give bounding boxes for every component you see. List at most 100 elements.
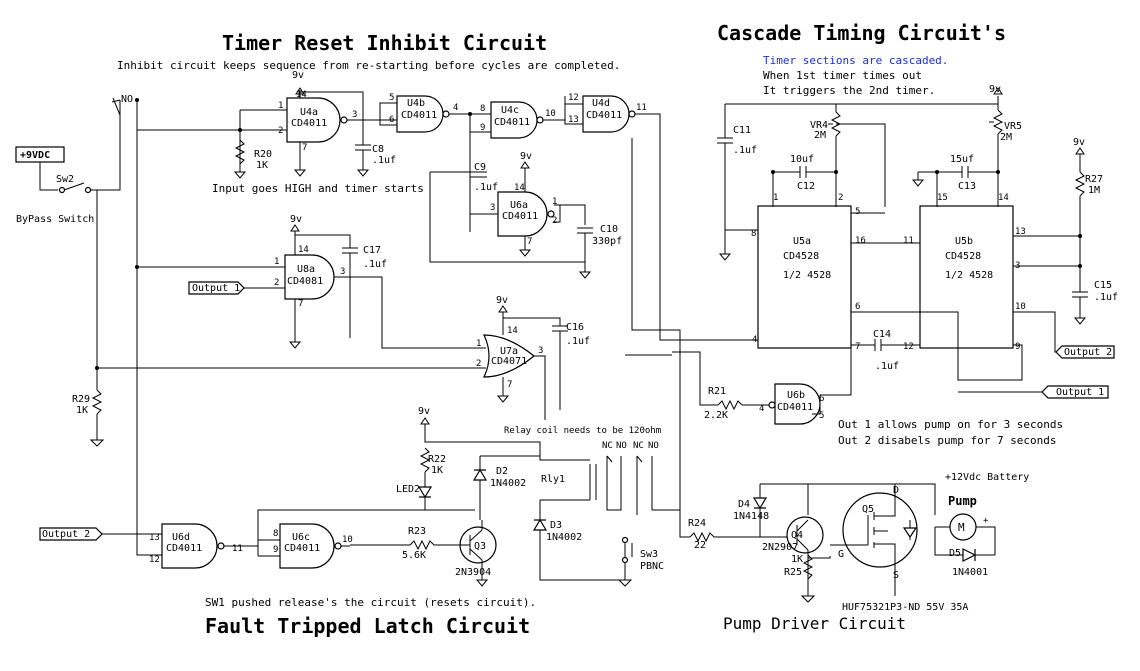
svg-text:9v: 9v	[520, 151, 532, 162]
svg-text:D3: D3	[550, 520, 562, 531]
svg-text:9: 9	[273, 545, 278, 555]
svg-text:4: 4	[453, 103, 458, 113]
svg-text:.1uf: .1uf	[733, 145, 757, 156]
svg-text:2.2K: 2.2K	[704, 410, 728, 421]
svg-text:14: 14	[298, 245, 309, 255]
resistor-r24: R24 22	[688, 518, 715, 551]
svg-text:7: 7	[507, 380, 512, 390]
diode-d3: D3 1N4002	[532, 518, 582, 543]
svg-text:Output 2: Output 2	[1064, 347, 1112, 358]
c11-label: C11	[733, 125, 751, 136]
note-inhibit: Inhibit circuit keeps sequence from re-s…	[117, 59, 620, 72]
svg-text:R23: R23	[408, 526, 426, 537]
svg-text:2: 2	[838, 193, 843, 203]
svg-text:1N4002: 1N4002	[546, 532, 582, 543]
gate-u4d: U4d CD4011 12 13 11	[568, 93, 647, 133]
capacitor-c9: C9 .1uf	[470, 162, 498, 193]
switch-sw3[interactable]: Sw3 PBNC	[621, 536, 665, 573]
svg-text:CD4011: CD4011	[494, 117, 530, 128]
svg-text:16: 16	[855, 236, 866, 246]
gate-u4b: U4b CD4011 5 6 4	[389, 93, 458, 133]
svg-text:5: 5	[855, 207, 860, 217]
svg-text:C16: C16	[566, 322, 584, 333]
svg-text:U6a: U6a	[510, 200, 528, 211]
svg-text:VR4: VR4	[810, 120, 828, 131]
resistor-r23: R23 5.6K	[402, 526, 435, 561]
capacitor-c12: 10uf C12	[773, 154, 836, 192]
svg-text:1K: 1K	[791, 554, 803, 565]
svg-text:8: 8	[480, 104, 485, 114]
svg-text:ByPass Switch: ByPass Switch	[16, 214, 94, 225]
pot-vr5: VR5 2M	[989, 109, 1022, 207]
svg-text:1K: 1K	[431, 465, 443, 476]
resistor-r27: R27 1M	[1074, 171, 1103, 197]
svg-text:1N4148: 1N4148	[733, 511, 769, 522]
svg-text:7: 7	[527, 237, 532, 247]
svg-text:7: 7	[302, 143, 307, 153]
svg-text:14: 14	[507, 326, 518, 336]
bypass-switch-sw2[interactable]: Sw2 ByPass Switch	[16, 174, 94, 225]
transistor-q3: Q3 2N3904	[455, 526, 497, 578]
svg-text:2N3904: 2N3904	[455, 567, 491, 578]
svg-text:10: 10	[545, 109, 556, 119]
svg-text:C8: C8	[372, 144, 384, 155]
svg-text:.1uf: .1uf	[566, 336, 590, 347]
svg-text:U4a: U4a	[300, 107, 318, 118]
svg-text:11: 11	[232, 544, 243, 554]
svg-text:D2: D2	[496, 466, 508, 477]
resistor-r25: 1K R25	[784, 554, 814, 580]
svg-text:11: 11	[636, 103, 647, 113]
svg-text:C15: C15	[1094, 280, 1112, 291]
svg-text:10uf: 10uf	[790, 154, 814, 165]
svg-text:10: 10	[1015, 302, 1026, 312]
svg-text:D4: D4	[738, 499, 750, 510]
svg-text:7: 7	[855, 342, 860, 352]
svg-text:.1uf: .1uf	[875, 361, 899, 372]
svg-text:U5b: U5b	[955, 236, 973, 247]
capacitor-c17: C17 .1uf	[342, 245, 387, 338]
svg-text:1M: 1M	[1088, 185, 1100, 196]
svg-text:S: S	[893, 570, 899, 581]
svg-text:2: 2	[278, 126, 283, 136]
svg-text:13: 13	[568, 115, 579, 125]
svg-text:1: 1	[773, 193, 778, 203]
svg-text:1: 1	[278, 101, 283, 111]
relay-rly1: Rly1	[541, 464, 597, 500]
svg-text:5: 5	[389, 93, 394, 103]
pump-motor: M	[949, 513, 977, 541]
svg-text:4: 4	[759, 404, 764, 414]
svg-text:9: 9	[480, 123, 485, 133]
title-pump-driver: Pump Driver Circuit	[723, 614, 906, 633]
svg-text:3: 3	[490, 203, 495, 213]
svg-text:9v: 9v	[1073, 137, 1085, 148]
title-fault-latch: Fault Tripped Latch Circuit	[205, 614, 530, 638]
svg-text:+9VDC: +9VDC	[20, 150, 50, 161]
svg-text:CD4011: CD4011	[777, 402, 813, 413]
svg-text:C12: C12	[797, 181, 815, 192]
svg-text:+12Vdc Battery: +12Vdc Battery	[945, 472, 1029, 483]
svg-text:1K: 1K	[256, 160, 268, 171]
svg-text:Pump: Pump	[948, 494, 977, 508]
note-sw1: SW1 pushed release's the circuit (resets…	[205, 596, 536, 609]
svg-text:NC: NC	[602, 441, 613, 451]
svg-text:2: 2	[274, 278, 279, 288]
svg-text:1/2 4528: 1/2 4528	[945, 270, 993, 281]
gate-u6d: U6d CD4011 13 12 11	[149, 523, 243, 569]
svg-text:D5: D5	[949, 548, 961, 559]
svg-text:U5a: U5a	[793, 236, 811, 247]
svg-text:1/2 4528: 1/2 4528	[783, 270, 831, 281]
svg-text:C17: C17	[363, 245, 381, 256]
svg-text:C9: C9	[474, 162, 486, 173]
gate-u6a: U6a CD4011 3 1 2 14 7	[490, 183, 557, 247]
svg-text:1N4002: 1N4002	[490, 478, 526, 489]
transistor-q4: Q4 2N2907	[762, 516, 824, 554]
svg-text:.1uf: .1uf	[474, 182, 498, 193]
gate-u8a: U8a CD4081 1 2 3 14 7	[274, 245, 345, 309]
switch-no-top[interactable]: NO	[111, 94, 133, 116]
gate-u6b: U6b CD4011 4 6 5	[759, 383, 824, 425]
svg-text:3: 3	[352, 110, 357, 120]
svg-text:330pf: 330pf	[592, 236, 622, 247]
svg-text:1: 1	[476, 339, 481, 349]
svg-text:CD4011: CD4011	[166, 543, 202, 554]
